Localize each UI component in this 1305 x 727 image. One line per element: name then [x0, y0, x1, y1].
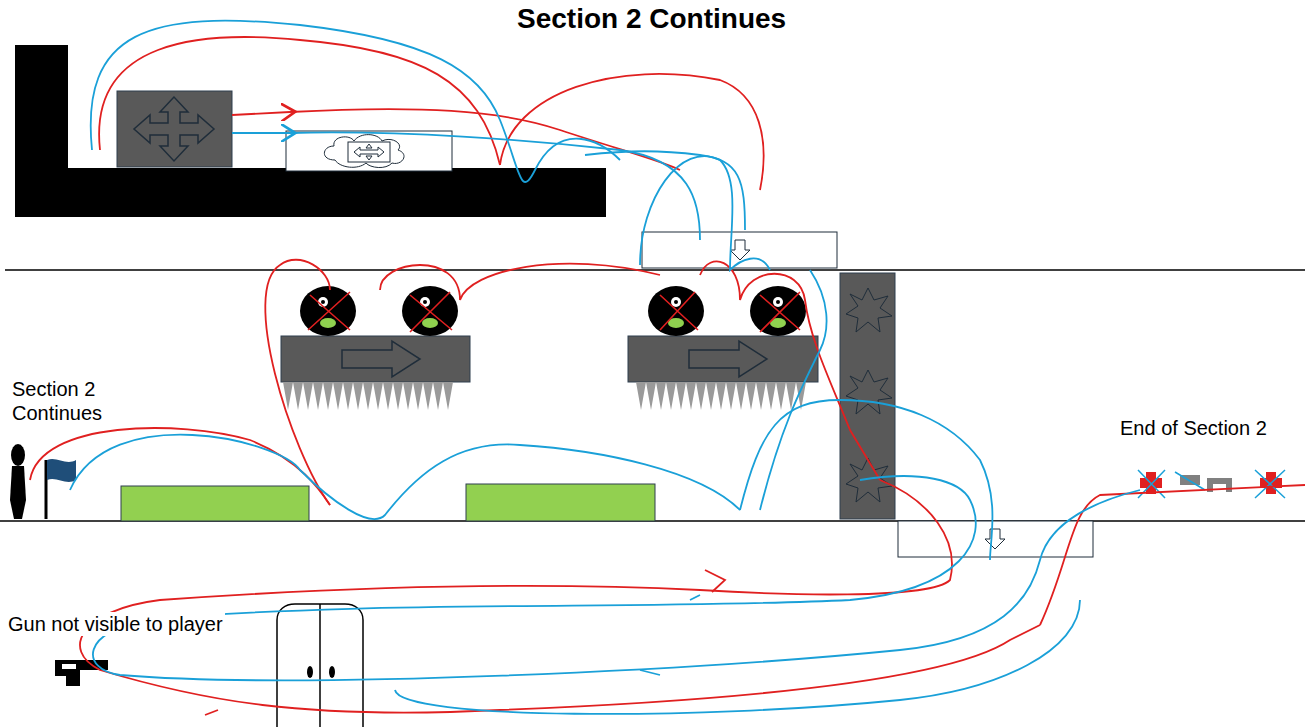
note-label: Gun not visible to player: [6, 612, 225, 636]
page-title: Section 2 Continues: [515, 2, 788, 36]
section-label: Section 2 Continues: [10, 377, 139, 425]
section-label: End of Section 2: [1118, 416, 1269, 440]
